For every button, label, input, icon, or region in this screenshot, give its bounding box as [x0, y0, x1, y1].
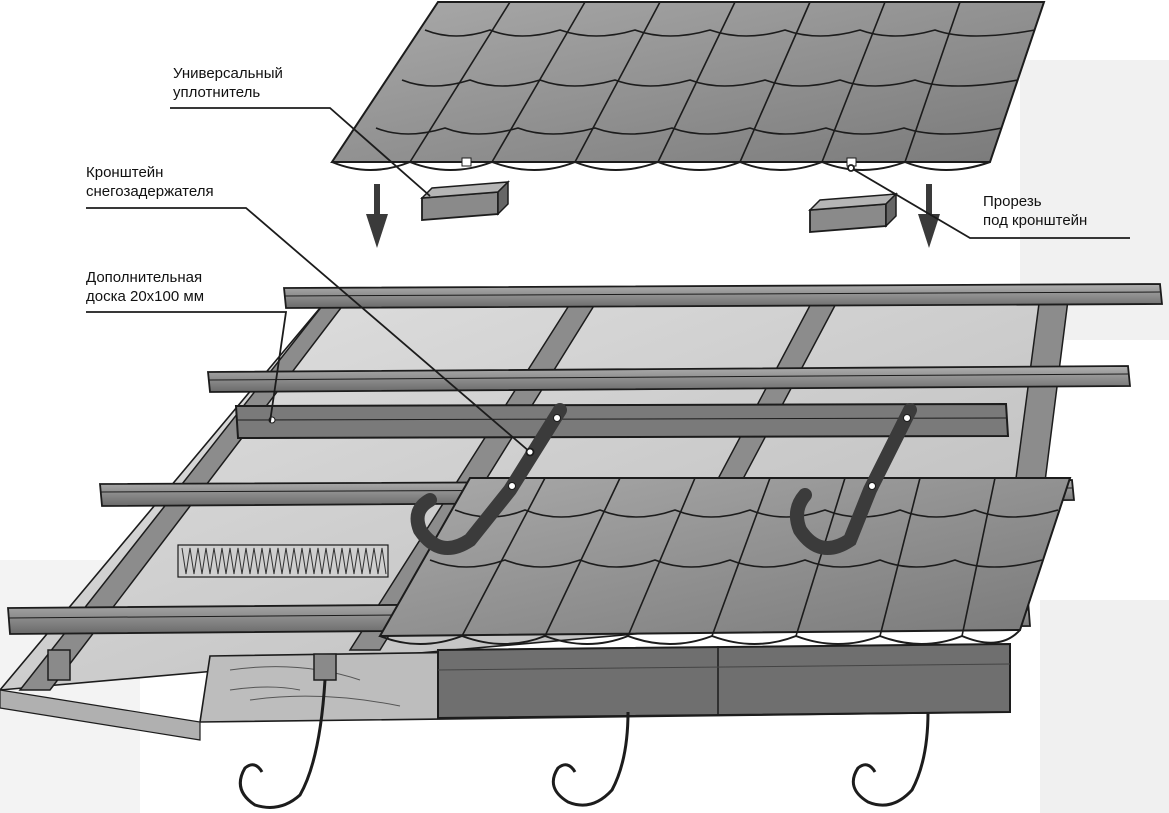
sealing-strip-left [420, 180, 510, 221]
label-snow-guard-bracket-line2: снегозадержателя [86, 183, 214, 200]
label-universal-seal-line1: Универсальный [173, 65, 283, 82]
leader-lines [86, 107, 1130, 457]
gutter-hooks [238, 679, 930, 809]
label-additional-board: Дополнительная доска 20х100 мм [86, 268, 204, 306]
ventilation-insulation [177, 544, 389, 578]
label-bracket-slot: Прорезь под кронштейн [983, 192, 1087, 230]
label-additional-board-line1: Дополнительная [86, 269, 203, 286]
additional-board [234, 402, 1010, 440]
down-arrow-left-icon [366, 184, 388, 248]
label-additional-board-line2: доска 20х100 мм [86, 288, 205, 305]
label-bracket-slot-line1: Прорезь [983, 193, 1042, 210]
snow-guard-bracket-left [410, 403, 567, 555]
label-universal-seal: Универсальный уплотнитель [173, 64, 283, 102]
gutter-board [437, 642, 1011, 720]
lower-metal-tile-sheet [378, 477, 1072, 645]
label-bracket-slot-line2: под кронштейн [983, 212, 1088, 229]
sealing-strip-right [808, 192, 898, 233]
label-snow-guard-bracket: Кронштейн снегозадержателя [86, 163, 214, 201]
label-snow-guard-bracket-line1: Кронштейн [86, 164, 164, 181]
rafter-ends [0, 649, 337, 741]
label-universal-seal-line2: уплотнитель [173, 84, 261, 101]
upper-metal-tile-sheet [330, 0, 1046, 171]
down-arrow-right-icon [918, 184, 940, 248]
snow-guard-bracket-right [789, 403, 917, 555]
batten-1 [283, 283, 1163, 309]
